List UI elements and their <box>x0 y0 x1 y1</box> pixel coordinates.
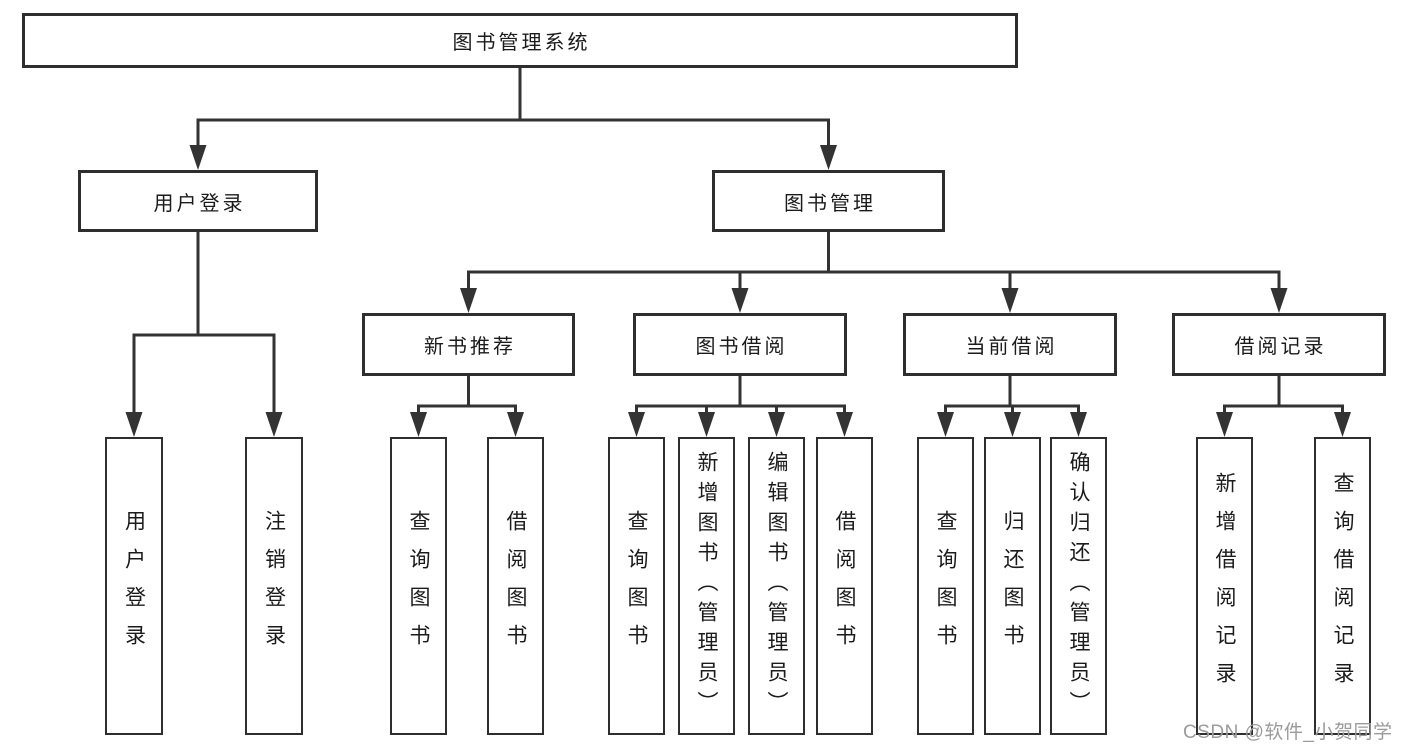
node-label-book-borrow: 图书借阅 <box>695 336 788 358</box>
arrowhead-leaf-return-book <box>1004 412 1021 437</box>
arrowhead-leaf-add-borrow-record <box>1216 412 1233 437</box>
diagram-node-leaf-user-login: 用户登录 <box>105 437 163 735</box>
arrowhead-leaf-logout <box>265 412 283 437</box>
diagram-node-leaf-query-borrow-record: 查询借阅记录 <box>1314 437 1371 735</box>
arrowhead-leaf-edit-book <box>768 412 785 437</box>
diagram-node-leaf-add-book: 新增图书（管理员） <box>678 437 735 735</box>
arrowhead-leaf-query-borrow-record <box>1334 412 1351 437</box>
watermark: CSDN @软件_小贺同学 <box>1183 722 1393 743</box>
node-label-leaf-user-login: 用户登录 <box>122 510 146 662</box>
diagram-node-leaf-borrow-book-rec: 借阅图书 <box>487 437 544 735</box>
node-label-leaf-add-book: 新增图书（管理员） <box>695 451 718 721</box>
node-label-leaf-return-book: 归还图书 <box>1001 510 1024 662</box>
arrowhead-new-book-rec <box>460 288 477 313</box>
arrowhead-leaf-confirm-return <box>1070 412 1087 437</box>
diagram-node-leaf-query-book-borrow: 查询图书 <box>608 437 665 735</box>
node-label-current-borrow: 当前借阅 <box>965 336 1058 358</box>
node-label-leaf-logout: 注销登录 <box>262 510 286 662</box>
diagram-node-leaf-query-book-rec: 查询图书 <box>390 437 447 735</box>
node-label-book-mgmt: 图书管理 <box>784 192 876 215</box>
diagram-node-current-borrow: 当前借阅 <box>903 313 1117 376</box>
arrowhead-book-borrow <box>731 288 749 313</box>
diagram-node-leaf-logout: 注销登录 <box>245 437 303 735</box>
arrowhead-book-mgmt <box>820 145 837 170</box>
diagram-node-leaf-query-book-current: 查询图书 <box>917 437 974 735</box>
node-label-leaf-borrow-book: 借阅图书 <box>833 510 856 662</box>
node-label-leaf-query-book-borrow: 查询图书 <box>625 510 648 662</box>
node-label-leaf-query-book-current: 查询图书 <box>934 510 957 662</box>
diagram-node-book-mgmt: 图书管理 <box>712 170 945 232</box>
diagram-node-leaf-return-book: 归还图书 <box>984 437 1041 735</box>
diagram-node-leaf-edit-book: 编辑图书（管理员） <box>748 437 805 735</box>
diagram-node-leaf-borrow-book: 借阅图书 <box>816 437 873 735</box>
node-label-borrow-record: 借阅记录 <box>1234 336 1327 358</box>
arrowhead-leaf-query-book-borrow <box>628 412 645 437</box>
arrowhead-leaf-add-book <box>698 412 715 437</box>
node-label-new-book-rec: 新书推荐 <box>424 336 516 358</box>
diagram-node-borrow-record: 借阅记录 <box>1172 313 1386 376</box>
diagram-node-user-login: 用户登录 <box>78 170 318 232</box>
node-label-user-login: 用户登录 <box>153 192 246 215</box>
node-label-leaf-borrow-book-rec: 借阅图书 <box>504 510 527 662</box>
arrowhead-leaf-query-book-rec <box>410 412 427 437</box>
diagram-node-root: 图书管理系统 <box>22 13 1018 68</box>
arrowhead-leaf-borrow-book-rec <box>507 412 524 437</box>
node-label-leaf-query-book-rec: 查询图书 <box>407 510 430 662</box>
node-label-leaf-query-borrow-record: 查询借阅记录 <box>1331 472 1354 700</box>
diagram-node-new-book-rec: 新书推荐 <box>362 313 575 376</box>
arrowhead-borrow-record <box>1270 288 1288 313</box>
arrowhead-leaf-borrow-book <box>836 412 853 437</box>
node-label-leaf-edit-book: 编辑图书（管理员） <box>765 451 788 721</box>
arrowhead-user-login <box>189 145 207 170</box>
node-label-leaf-confirm-return: 确认归还（管理员） <box>1067 451 1090 721</box>
node-label-leaf-add-borrow-record: 新增借阅记录 <box>1213 472 1236 700</box>
arrowhead-leaf-query-book-current <box>937 412 954 437</box>
arrowhead-leaf-user-login <box>125 412 143 437</box>
diagram-node-leaf-confirm-return: 确认归还（管理员） <box>1050 437 1107 735</box>
node-label-root: 图书管理系统 <box>452 32 591 54</box>
arrowhead-current-borrow <box>1001 288 1019 313</box>
diagram-node-leaf-add-borrow-record: 新增借阅记录 <box>1196 437 1253 735</box>
diagram-node-book-borrow: 图书借阅 <box>633 313 847 376</box>
